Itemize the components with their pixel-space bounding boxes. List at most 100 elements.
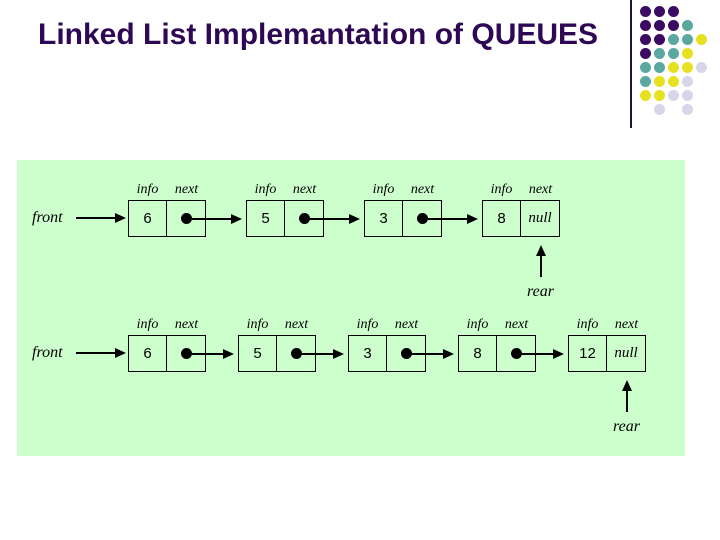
next-pointer-arrow [301,352,335,355]
decorative-dot [640,76,651,87]
caption-next: next [528,182,553,197]
next-pointer-arrow [309,217,351,220]
pointer-dot-icon [180,213,192,224]
decorative-dot [668,20,679,31]
node-info-cell: 8 [459,336,497,371]
front-pointer-arrow [76,217,117,219]
decorative-dot [668,62,679,73]
rear-pointer-arrowhead [535,245,546,256]
decorative-dot [682,90,693,101]
decorative-dot [682,34,693,45]
front-pointer-label: front [32,344,63,361]
rear-pointer-arrowhead [621,380,632,391]
rear-pointer-arrow [539,255,542,277]
next-pointer-arrowhead [349,213,360,224]
node-next-cell [403,201,441,236]
node-field-captions: info next [246,182,324,198]
caption-next: next [292,182,317,197]
caption-info: info [136,317,159,332]
decorative-dot [682,76,693,87]
node-next-cell: null [528,210,552,226]
caption-info: info [254,182,277,197]
caption-info: info [372,182,395,197]
decorative-dot [668,90,679,101]
decorative-dot [668,6,679,17]
decorative-dot [668,76,679,87]
caption-info: info [136,182,159,197]
next-pointer-arrow [191,352,225,355]
decorative-dot [682,48,693,59]
decorative-dot [640,6,651,17]
pointer-dot-icon [416,213,428,224]
pointer-dot-icon [180,348,192,359]
decorative-dot [640,90,651,101]
caption-info: info [466,317,489,332]
node-info-cell: 6 [129,201,167,236]
decorative-dot [654,62,665,73]
linked-list-row: front info next 6 info next 5 info next 3 info next… [17,160,685,456]
decorative-dot [668,48,679,59]
front-pointer-arrowhead [115,348,126,358]
next-pointer-arrowhead [223,348,234,359]
decorative-dot [654,20,665,31]
decorative-dot [654,104,665,115]
pointer-dot-icon [510,348,522,359]
caption-next: next [614,317,639,332]
node-info-cell: 8 [483,201,521,236]
node-field-captions: info next [568,317,646,333]
node-next-cell [387,336,425,371]
front-pointer-arrow [76,352,117,354]
pointer-dot-icon [400,348,412,359]
caption-next: next [504,317,529,332]
node-field-captions: info next [458,317,536,333]
decorative-dot [640,62,651,73]
front-pointer-label: front [32,209,63,226]
decorative-dot [682,104,693,115]
pointer-dot-icon [298,213,310,224]
next-pointer-arrow [427,217,469,220]
caption-info: info [356,317,379,332]
node-info-cell: 5 [247,201,285,236]
node-next-cell [285,201,323,236]
node-info-cell: 5 [239,336,277,371]
decorative-dot [654,48,665,59]
node-field-captions: info next [482,182,560,198]
linked-list-row: front info next 6 info next 5 info next 3 info next… [17,160,685,456]
caption-next: next [174,182,199,197]
rear-pointer-label: rear [527,283,554,300]
decorative-dot [640,20,651,31]
node-next-cell [167,201,205,236]
node-next-cell: null [614,345,638,361]
node-next-cell [497,336,535,371]
decorative-dot [640,48,651,59]
header-divider [630,0,632,128]
decorative-dot [654,6,665,17]
next-pointer-arrowhead [333,348,344,359]
caption-info: info [490,182,513,197]
caption-info: info [576,317,599,332]
decorative-dot [668,34,679,45]
node-info-cell: 3 [365,201,403,236]
front-pointer-arrowhead [115,213,126,223]
decorative-dot [640,34,651,45]
decorative-dot [654,90,665,101]
page-title: Linked List Implemantation of QUEUES [38,18,599,51]
next-pointer-arrowhead [553,348,564,359]
next-pointer-arrowhead [467,213,478,224]
node-next-cell [277,336,315,371]
next-pointer-arrow [411,352,445,355]
node-info-cell: 3 [349,336,387,371]
caption-info: info [246,317,269,332]
decorative-dot [696,34,707,45]
rear-pointer-label: rear [613,418,640,435]
list-node: 8 null [482,200,560,237]
rear-pointer-arrow [625,390,628,412]
node-info-cell: 6 [129,336,167,371]
decorative-dot [696,62,707,73]
linked-list-diagram-panel: front info next 6 info next 5 info next 3 info next… [17,160,685,456]
node-next-cell [167,336,205,371]
